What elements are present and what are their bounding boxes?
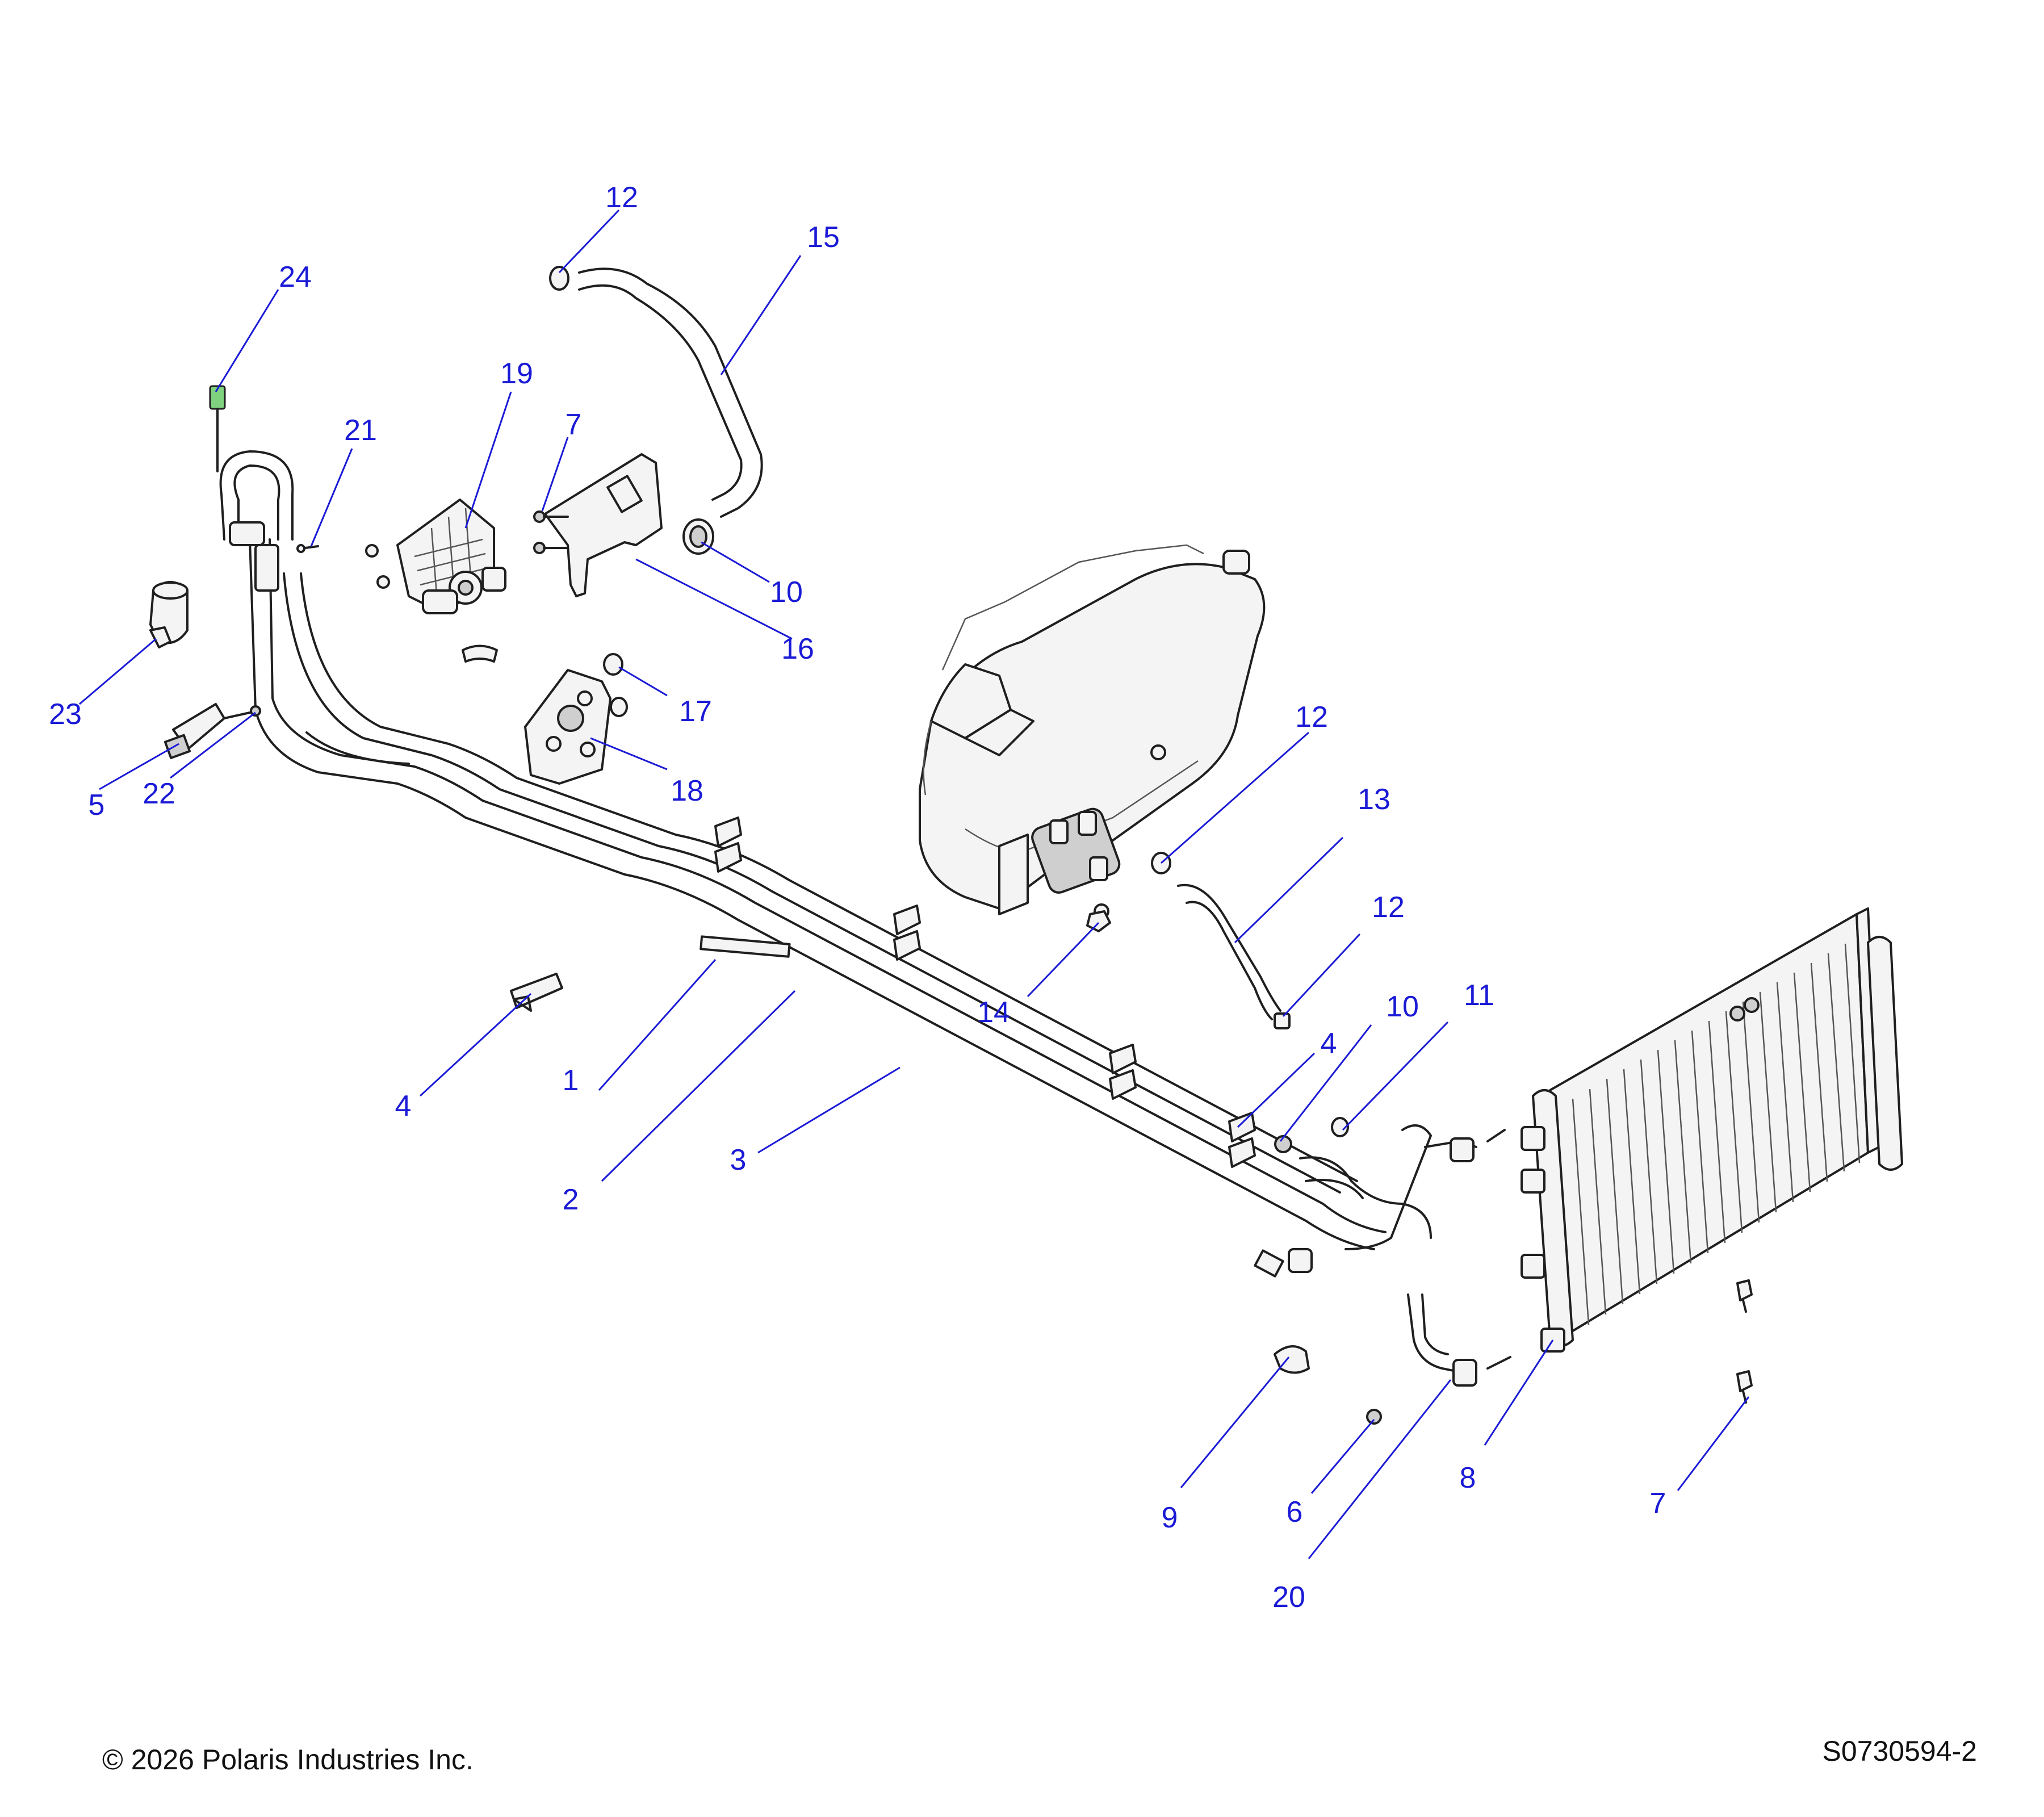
- callout-label: 14: [977, 996, 1010, 1029]
- isolator-block-18: [524, 653, 628, 785]
- callout-label: 3: [730, 1144, 747, 1177]
- condenser-fins: [1572, 943, 1861, 1325]
- callout-label: 7: [1650, 1487, 1666, 1520]
- callout-label: 10: [1386, 990, 1419, 1023]
- highlighted-service-port-cap: [209, 385, 226, 472]
- condenser-fittings: [1274, 1117, 1511, 1425]
- callout-label: 22: [143, 777, 175, 810]
- condenser-8: [1521, 907, 1903, 1353]
- screw-22: [223, 705, 261, 719]
- callout-label: 23: [49, 698, 82, 731]
- drawing-number: S0730594-2: [1822, 1735, 1977, 1767]
- callout-label: 12: [1295, 701, 1328, 734]
- hose-clamp-23: [149, 581, 189, 648]
- hvac-housing: [919, 544, 1266, 919]
- callout-label: 5: [89, 789, 105, 822]
- callout-label: 4: [1321, 1027, 1337, 1060]
- leader-lines: [79, 209, 1750, 1559]
- copyright-notice: © 2026 Polaris Industries Inc.: [102, 1744, 474, 1776]
- callout-label: 4: [395, 1090, 412, 1123]
- callout-label: 24: [279, 261, 312, 294]
- pressure-sensor-5: [164, 703, 225, 759]
- callout-label: 8: [1460, 1462, 1476, 1494]
- expansion-valve-19: [365, 499, 506, 663]
- callout-label: 9: [1162, 1501, 1178, 1534]
- callout-label: 11: [1464, 979, 1494, 1012]
- pin-21: [296, 544, 319, 553]
- drain-hose-15: [549, 266, 763, 555]
- callout-label: 1: [563, 1064, 579, 1097]
- callout-label: 6: [1287, 1496, 1303, 1529]
- drain-tube-13: [1086, 852, 1291, 1029]
- callout-label: 13: [1358, 783, 1390, 816]
- callout-label: 2: [563, 1183, 579, 1216]
- line-clip-4-group: [510, 817, 1256, 1168]
- callout-label: 19: [500, 357, 533, 390]
- callout-label: 18: [671, 774, 703, 807]
- upper-left-hose-loop: [219, 450, 294, 592]
- callout-labels: 1 2 3 4 4 5 6 7 7 8 9 10 10 11 12 12 12 …: [49, 181, 1666, 1614]
- callout-label: 10: [770, 576, 803, 609]
- callout-label: 20: [1272, 1581, 1305, 1614]
- callout-label: 16: [781, 633, 814, 665]
- callout-label: 7: [566, 408, 582, 441]
- mounting-bracket-16: [533, 453, 663, 597]
- condenser-bolts-7: [1736, 1279, 1753, 1404]
- callout-label: 15: [807, 221, 840, 254]
- callout-label: 12: [605, 181, 638, 214]
- callout-label: 12: [1372, 891, 1405, 924]
- callout-label: 21: [344, 414, 377, 447]
- callout-label: 17: [679, 695, 712, 728]
